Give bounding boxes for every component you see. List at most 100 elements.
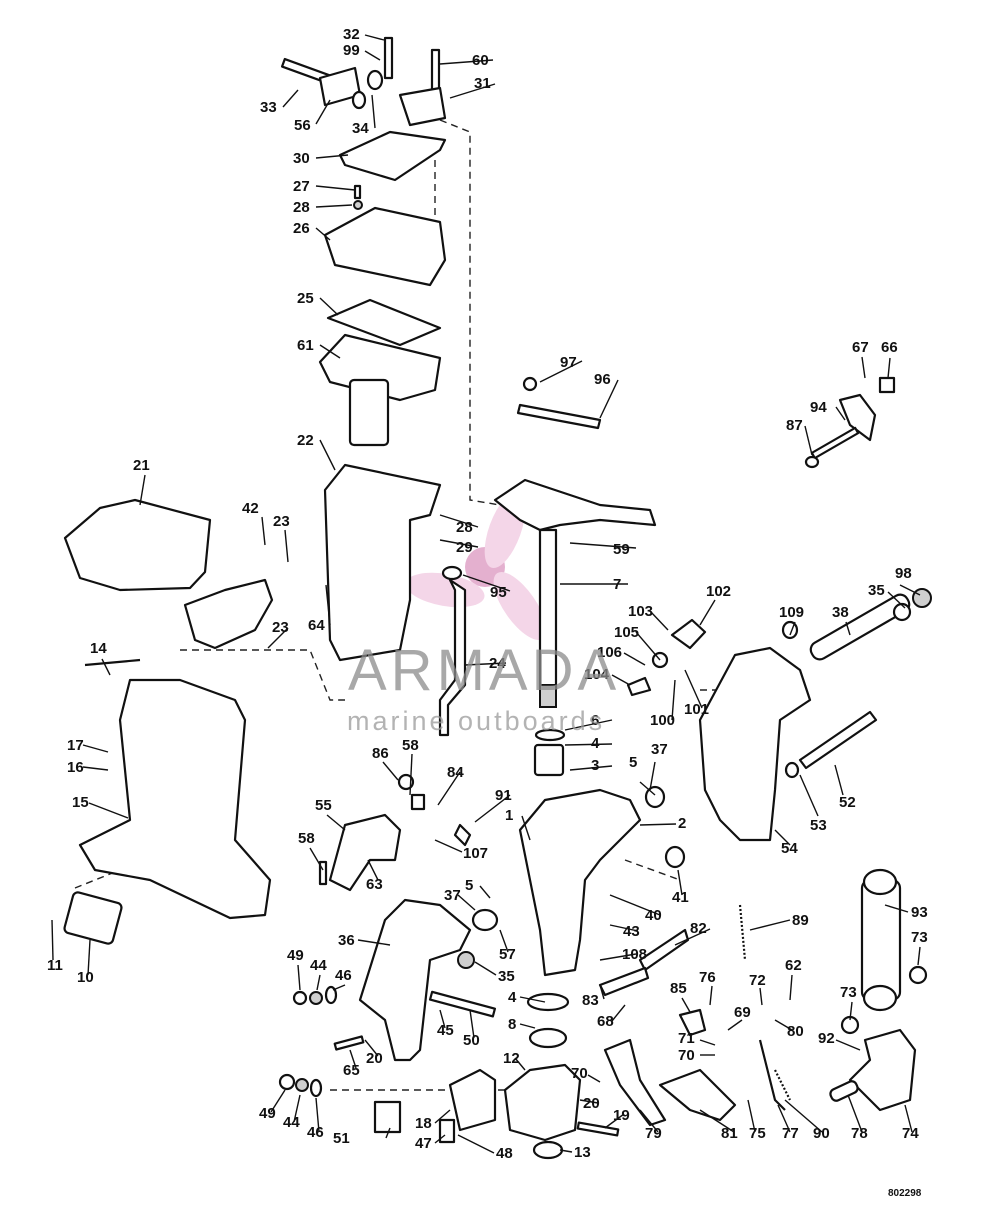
wire-harness-96 xyxy=(516,376,602,430)
leader-line xyxy=(261,516,266,546)
trim-cylinder-93 xyxy=(840,868,928,1035)
callout-71: 71 xyxy=(678,1030,695,1047)
callout-46: 46 xyxy=(335,967,352,984)
callout-40: 40 xyxy=(645,907,662,924)
callout-28b: 28 xyxy=(456,519,473,536)
callout-61: 61 xyxy=(297,337,314,354)
leader-line xyxy=(514,1057,526,1071)
callout-74: 74 xyxy=(902,1125,919,1142)
leader-line xyxy=(349,1049,357,1069)
leader-line xyxy=(699,1109,735,1133)
callout-30: 30 xyxy=(293,150,310,167)
leader-line xyxy=(609,924,639,932)
callout-86: 86 xyxy=(372,745,389,762)
callout-75: 75 xyxy=(749,1125,766,1142)
leader-line xyxy=(364,34,385,41)
callout-labels: 32 99 60 33 56 34 31 30 27 28 26 25 61 2… xyxy=(47,26,928,1162)
leader-line xyxy=(319,439,336,471)
callout-79: 79 xyxy=(645,1125,662,1142)
watermark-brand: ARMADA xyxy=(348,638,620,703)
leader-line xyxy=(284,529,289,563)
callout-42: 42 xyxy=(242,500,259,517)
callout-6: 6 xyxy=(591,712,599,729)
leader-line xyxy=(804,425,813,456)
leader-line xyxy=(315,227,331,241)
leader-line xyxy=(845,621,851,636)
callout-68: 68 xyxy=(597,1013,614,1030)
leader-line xyxy=(747,1099,756,1133)
leader-line xyxy=(599,953,637,961)
callout-23b: 23 xyxy=(272,619,289,636)
callout-106: 106 xyxy=(597,644,622,661)
exhaust-tube-22 xyxy=(323,463,442,662)
leader-line xyxy=(139,474,146,506)
leader-line xyxy=(917,946,921,966)
leader-line xyxy=(774,829,791,846)
callout-36: 36 xyxy=(338,932,355,949)
leader-line xyxy=(315,204,353,208)
leader-line xyxy=(319,344,341,359)
leader-line xyxy=(899,584,921,596)
callout-7: 7 xyxy=(613,576,621,593)
leader-line xyxy=(677,869,683,896)
drive-shaft-housing-15 xyxy=(63,658,272,945)
lower-motor-cover-21 xyxy=(63,498,274,650)
leader-line xyxy=(671,679,676,721)
swivel-lower-12 xyxy=(373,1027,620,1160)
leader-line xyxy=(474,961,497,976)
leader-line xyxy=(835,406,846,421)
callout-4b: 4 xyxy=(508,989,517,1006)
leader-line xyxy=(777,1104,791,1133)
callout-22: 22 xyxy=(297,432,314,449)
callout-70: 70 xyxy=(678,1047,695,1064)
callout-50: 50 xyxy=(463,1032,480,1049)
callout-32: 32 xyxy=(343,26,360,43)
callout-45: 45 xyxy=(437,1022,454,1039)
leader-line xyxy=(315,185,356,191)
leader-line xyxy=(367,859,379,881)
callout-11: 11 xyxy=(47,957,63,974)
callout-48: 48 xyxy=(496,1145,513,1162)
leader-line xyxy=(457,1134,495,1154)
leader-line xyxy=(332,984,346,991)
callout-59: 59 xyxy=(613,541,630,558)
leader-line xyxy=(462,574,511,592)
gasket-30 xyxy=(338,130,447,182)
leader-line xyxy=(309,847,324,871)
leader-line xyxy=(904,1104,913,1133)
leader-line xyxy=(579,1099,599,1104)
callout-78: 78 xyxy=(851,1125,868,1142)
leader-line xyxy=(519,996,546,1003)
leader-line xyxy=(789,974,793,1001)
callout-46b: 46 xyxy=(307,1124,324,1141)
leader-line xyxy=(611,674,631,686)
callout-58: 58 xyxy=(402,737,419,754)
water-tube-24 xyxy=(438,565,467,737)
leader-line xyxy=(639,1109,659,1133)
callout-80: 80 xyxy=(787,1023,804,1040)
steering-bracket-top-parts xyxy=(280,36,447,127)
callout-82: 82 xyxy=(690,920,707,937)
leader-line xyxy=(499,929,509,953)
callout-23: 23 xyxy=(273,513,290,530)
leader-line xyxy=(88,802,129,819)
leader-line xyxy=(884,904,909,913)
leader-line xyxy=(674,928,711,946)
callout-65: 65 xyxy=(343,1062,360,1079)
leader-line xyxy=(439,1009,446,1029)
callout-49b: 49 xyxy=(259,1105,276,1122)
callout-33: 33 xyxy=(260,99,277,116)
callout-96: 96 xyxy=(594,371,611,388)
callout-35b: 35 xyxy=(498,968,515,985)
callout-52: 52 xyxy=(839,794,856,811)
leader-line xyxy=(457,894,476,911)
callout-81: 81 xyxy=(721,1125,738,1142)
callout-26: 26 xyxy=(293,220,310,237)
callout-8: 8 xyxy=(508,1016,516,1033)
leader-line xyxy=(727,1019,743,1031)
leader-line xyxy=(315,99,331,125)
leader-line xyxy=(521,815,531,841)
callout-47: 47 xyxy=(415,1135,432,1152)
leader-line xyxy=(325,584,331,626)
